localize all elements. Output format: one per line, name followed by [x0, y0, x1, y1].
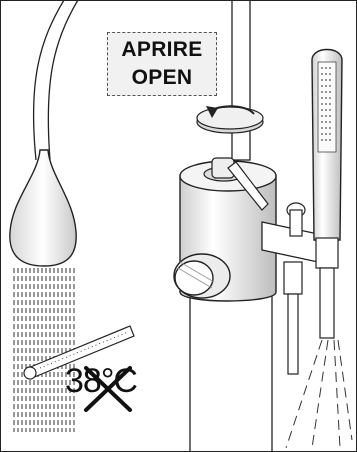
- water-streams: [14, 268, 74, 432]
- drop-shower-head: [10, 150, 76, 266]
- label-line-1: APRIRE: [108, 38, 216, 62]
- stand-column: [190, 290, 272, 452]
- thermostatic-knob: [174, 254, 230, 298]
- label-line-2: OPEN: [108, 66, 216, 90]
- hand-shower: [312, 50, 342, 339]
- temperature-value: 38°C: [65, 362, 137, 401]
- riser-pipe: [232, 0, 250, 160]
- instruction-label: APRIRE OPEN: [107, 32, 217, 96]
- shower-hose: [34, 0, 78, 160]
- rotate-arrow-icon: [197, 106, 263, 133]
